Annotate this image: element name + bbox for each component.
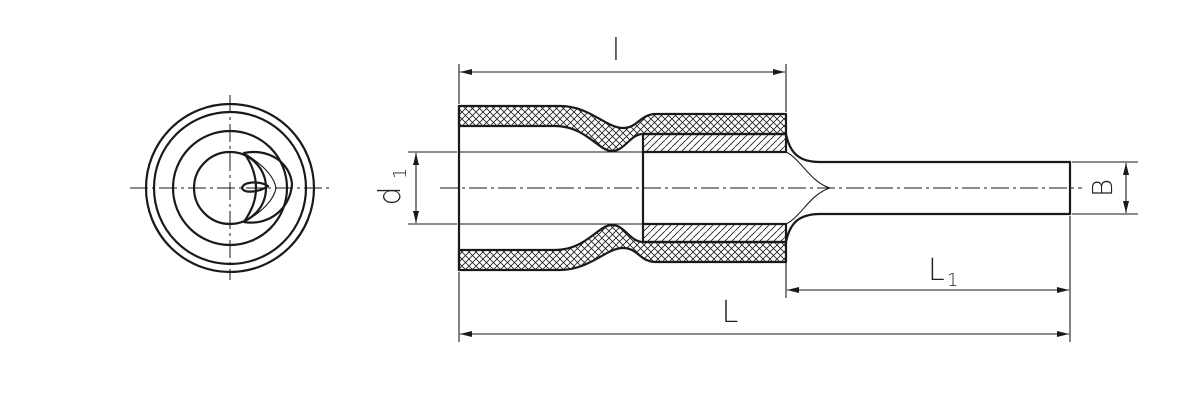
dim-label-B-group: B bbox=[1086, 179, 1119, 197]
pin-top-profile bbox=[784, 132, 1072, 164]
dimensions: l L L 1 d 1 B bbox=[373, 33, 1138, 342]
metal-sleeve-bottom-section bbox=[641, 222, 788, 244]
dim-label-L1-subscript: 1 bbox=[947, 270, 958, 291]
dim-label-L1: L bbox=[928, 253, 945, 288]
end-view-pin-fold-bottom bbox=[243, 187, 277, 223]
end-view-pin-fold-top bbox=[243, 152, 277, 189]
metal-sleeve-top-section bbox=[641, 132, 788, 154]
end-view-second-circle bbox=[152, 110, 308, 266]
dim-label-d1-subscript: 1 bbox=[390, 168, 411, 179]
end-view-sleeve-circle bbox=[171, 129, 289, 247]
dim-label-B: B bbox=[1086, 179, 1119, 197]
end-view-pin-center bbox=[240, 181, 270, 193]
dim-label-l: l bbox=[612, 33, 620, 68]
dim-label-d1: d bbox=[373, 186, 408, 205]
end-view-outer-circle bbox=[144, 102, 316, 274]
pin-bottom-profile bbox=[784, 212, 1072, 244]
dim-label-L: L bbox=[722, 295, 739, 330]
dim-label-d1-group: d 1 bbox=[373, 168, 411, 206]
side-view bbox=[440, 104, 1082, 272]
end-view bbox=[130, 95, 330, 280]
